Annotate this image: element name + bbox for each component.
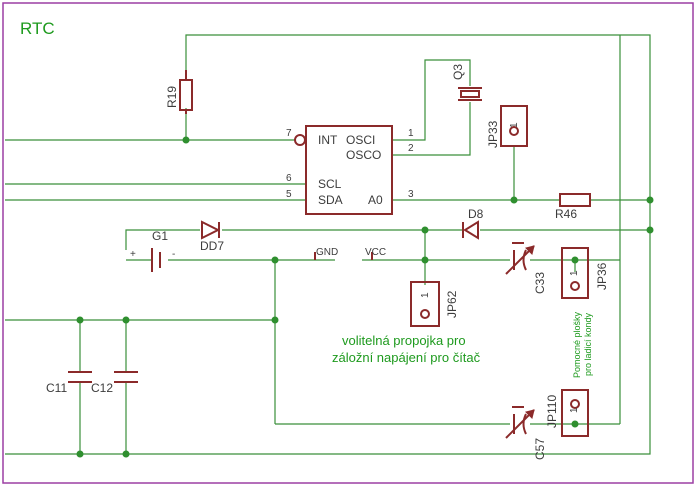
jp62-pin-one: 1: [420, 292, 431, 298]
wires: [5, 34, 651, 455]
chip-pin-osci: OSCI: [346, 133, 375, 147]
q3-label: Q3: [451, 64, 465, 80]
c11-label: C11: [46, 381, 67, 395]
g1-plus: +: [130, 249, 136, 260]
gnd-label: GND: [316, 247, 338, 258]
resistor-r46: R46: [555, 193, 591, 221]
crystal-q3: Q3: [451, 64, 482, 101]
pin-number-3: 3: [408, 189, 414, 200]
rtc-chip: INT SCL SDA OSCI OSCO A0 7 6 5 1 2 3: [286, 125, 414, 215]
pin-number-2: 2: [408, 143, 414, 154]
jp110-label: JP110: [545, 395, 559, 428]
c12-label: C12: [91, 381, 113, 395]
diode-d8: D8: [462, 207, 484, 240]
pads-note-line2: pro ladicí kondy: [583, 312, 593, 376]
backup-note-line2: záložní napájení pro čítač: [332, 350, 481, 365]
backup-note-line1: volitelná propojka pro: [342, 333, 466, 348]
dd7-label: DD7: [200, 239, 224, 253]
pads-note-line1: Pomocné plošky: [572, 311, 582, 378]
chip-pin-scl: SCL: [318, 177, 342, 191]
diode-dd7: DD7: [200, 220, 224, 253]
chip-pin-a0: A0: [368, 193, 383, 207]
g1-minus: -: [172, 249, 175, 260]
capacitor-c12: C12: [91, 371, 138, 395]
junctions: [76, 136, 654, 458]
chip-pin-sda: SDA: [318, 193, 343, 207]
jp36-label: JP36: [595, 262, 609, 290]
vcc-label: VCC: [365, 247, 386, 258]
jp33-pin-one: 1: [509, 122, 520, 128]
sheet-frame: [2, 2, 694, 484]
chip-pin-osco: OSCO: [346, 148, 381, 162]
pin-number-7: 7: [286, 128, 292, 139]
jp110-pin-one: 1: [569, 407, 580, 413]
d8-label: D8: [468, 207, 484, 221]
pin-number-6: 6: [286, 173, 292, 184]
c33-label: C33: [533, 272, 547, 294]
r46-label: R46: [555, 207, 577, 221]
capacitor-c11: C11: [46, 371, 92, 395]
c57-label: C57: [533, 438, 547, 460]
jp62-label: JP62: [445, 290, 459, 318]
pin-number-5: 5: [286, 189, 292, 200]
g1-label: G1: [152, 229, 168, 243]
resistor-r19: R19: [165, 70, 193, 114]
net-labels: GND VCC: [314, 247, 386, 260]
jumper-jp33: 1 JP33: [486, 105, 528, 148]
jumper-jp62: 1 JP62: [410, 281, 459, 327]
pin-number-1: 1: [408, 128, 414, 139]
sheet-title: RTC: [20, 19, 55, 38]
chip-pin-int: INT: [318, 133, 338, 147]
trimmer-c57: C57: [505, 406, 547, 460]
jp33-label: JP33: [486, 120, 500, 148]
jumper-jp110: 1 JP110: [545, 389, 589, 437]
jumper-jp36: 1 JP36: [561, 247, 609, 299]
r19-label: R19: [165, 86, 179, 108]
trimmer-c33: C33: [505, 242, 547, 294]
jp36-pin-one: 1: [569, 270, 580, 276]
battery-g1: G1 + -: [130, 229, 175, 272]
